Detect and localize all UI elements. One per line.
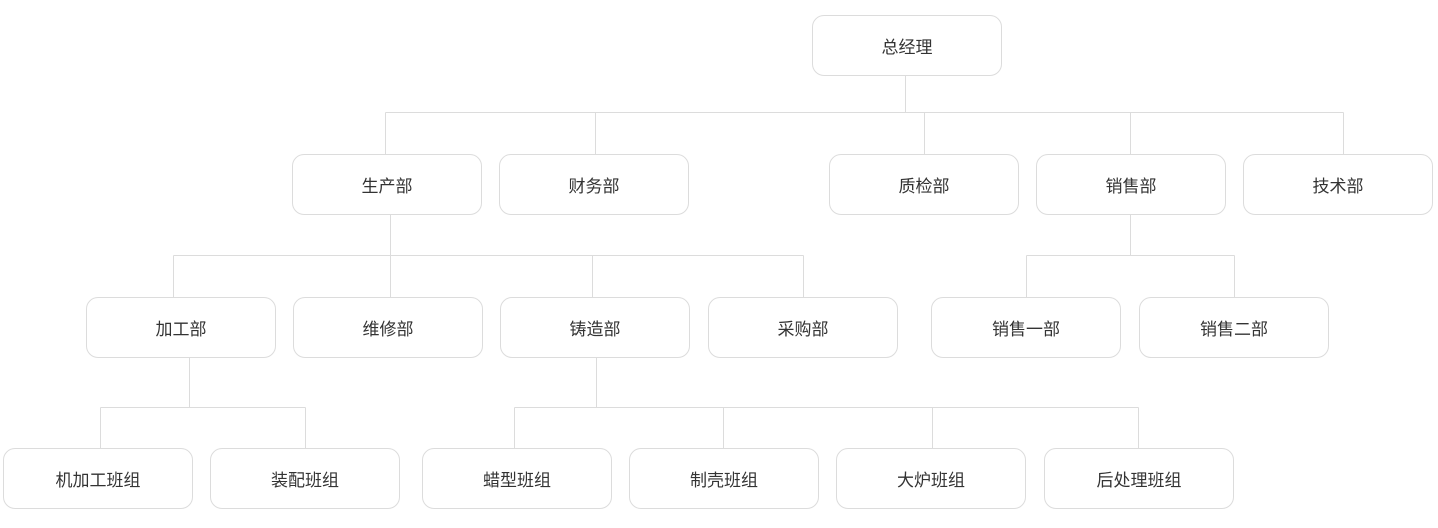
node-general-manager[interactable]: 总经理 (812, 15, 1002, 76)
node-casting[interactable]: 铸造部 (500, 297, 690, 358)
node-maintenance[interactable]: 维修部 (293, 297, 483, 358)
node-machining-team[interactable]: 机加工班组 (3, 448, 193, 509)
connector-sales (1026, 215, 1235, 297)
node-purchasing[interactable]: 采购部 (708, 297, 898, 358)
node-furnace-team[interactable]: 大炉班组 (836, 448, 1026, 509)
node-sales-1[interactable]: 销售一部 (931, 297, 1121, 358)
node-processing[interactable]: 加工部 (86, 297, 276, 358)
node-sales-2[interactable]: 销售二部 (1139, 297, 1329, 358)
node-finance[interactable]: 财务部 (499, 154, 689, 215)
node-shell-team[interactable]: 制壳班组 (629, 448, 819, 509)
connector-production (173, 215, 804, 297)
node-assembly-team[interactable]: 装配班组 (210, 448, 400, 509)
connector-casting (514, 358, 1139, 448)
connector-root (385, 76, 1344, 154)
connector-machining (100, 358, 306, 448)
node-production[interactable]: 生产部 (292, 154, 482, 215)
node-technology[interactable]: 技术部 (1243, 154, 1433, 215)
node-post-processing-team[interactable]: 后处理班组 (1044, 448, 1234, 509)
node-wax-team[interactable]: 蜡型班组 (422, 448, 612, 509)
node-quality[interactable]: 质检部 (829, 154, 1019, 215)
node-sales[interactable]: 销售部 (1036, 154, 1226, 215)
